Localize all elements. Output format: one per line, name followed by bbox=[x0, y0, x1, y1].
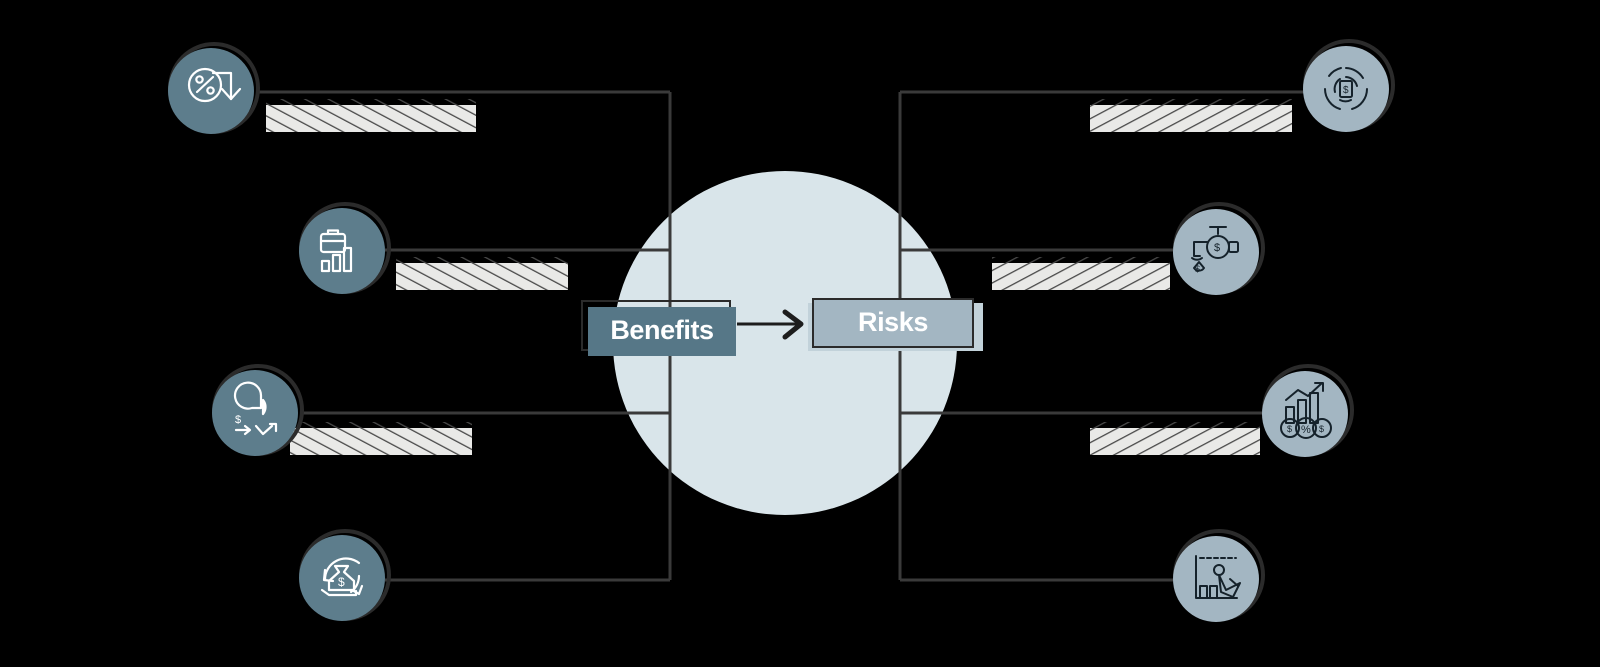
right-node-3[interactable]: $ % $ bbox=[1262, 364, 1354, 457]
right-node-4[interactable] bbox=[1173, 529, 1265, 622]
svg-text:$: $ bbox=[338, 575, 345, 589]
risks-box[interactable]: Risks bbox=[808, 298, 983, 351]
money-bag-recycle-hand-icon: $ bbox=[320, 557, 364, 597]
svg-text:$: $ bbox=[1195, 264, 1200, 274]
left-node-1[interactable] bbox=[168, 42, 260, 134]
benefits-label: Benefits bbox=[610, 315, 713, 345]
dollar-target-circle-icon: $ bbox=[1324, 67, 1368, 110]
svg-text:$: $ bbox=[1214, 242, 1220, 254]
right-node-2[interactable]: $ $ bbox=[1173, 202, 1265, 295]
left-node-3[interactable]: $ bbox=[212, 364, 304, 456]
left-node-2[interactable] bbox=[299, 202, 391, 294]
pie-chart-dollar-hand-icon: $ bbox=[233, 381, 278, 436]
declining-chart-hand-icon bbox=[1195, 555, 1241, 599]
placeholder-bar bbox=[396, 257, 568, 290]
center-circle bbox=[613, 171, 957, 515]
percent-down-arrow-icon bbox=[187, 67, 242, 103]
svg-text:$: $ bbox=[235, 414, 241, 426]
placeholder-bar bbox=[1090, 99, 1292, 132]
arrow-right-icon bbox=[737, 309, 804, 340]
svg-text:$: $ bbox=[1287, 424, 1292, 434]
svg-text:$: $ bbox=[1319, 424, 1324, 434]
svg-text:%: % bbox=[1301, 424, 1311, 436]
placeholder-bar bbox=[1090, 422, 1260, 455]
left-node-4[interactable]: $ bbox=[299, 529, 391, 621]
briefcase-bar-chart-icon bbox=[319, 229, 353, 273]
faucet-dollar-drip-icon: $ $ bbox=[1191, 226, 1239, 274]
benefits-box[interactable]: Benefits bbox=[581, 300, 736, 356]
placeholder-bar bbox=[992, 257, 1170, 290]
right-node-1[interactable]: $ bbox=[1303, 39, 1395, 132]
placeholder-bar bbox=[290, 422, 472, 455]
svg-text:$: $ bbox=[1343, 85, 1349, 96]
rising-bars-coins-percent-icon: $ % $ bbox=[1280, 382, 1332, 439]
right-placeholder-bars bbox=[992, 99, 1292, 455]
risks-label: Risks bbox=[858, 307, 928, 337]
placeholder-bar bbox=[266, 99, 476, 132]
right-connectors bbox=[898, 90, 1310, 582]
left-placeholder-bars bbox=[266, 99, 568, 455]
